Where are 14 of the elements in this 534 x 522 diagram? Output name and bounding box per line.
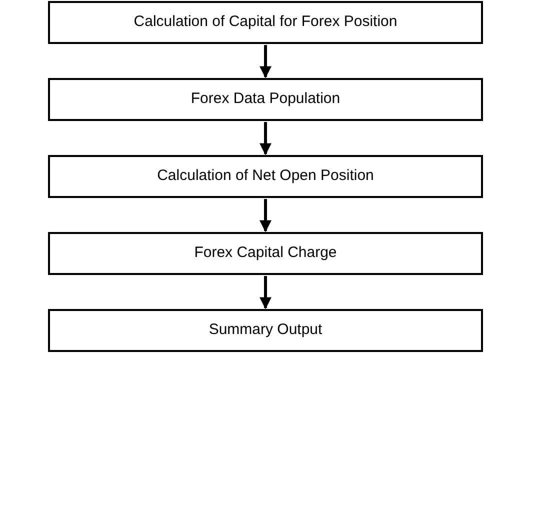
arrow xyxy=(260,122,272,156)
process-box xyxy=(48,78,483,121)
arrow xyxy=(260,276,272,310)
box-label: Calculation of Capital for Forex Position xyxy=(134,12,398,32)
process-box xyxy=(48,309,483,352)
arrow xyxy=(260,45,272,78)
box-label: Calculation of Net Open Position xyxy=(157,166,374,186)
box-label: Forex Capital Charge xyxy=(194,243,337,264)
process-box xyxy=(48,155,483,198)
box-label: Summary Output xyxy=(208,320,322,340)
box-label: Forex Data Population xyxy=(190,89,340,110)
process-box xyxy=(48,232,483,275)
process-box xyxy=(48,1,483,44)
arrow xyxy=(260,199,272,232)
